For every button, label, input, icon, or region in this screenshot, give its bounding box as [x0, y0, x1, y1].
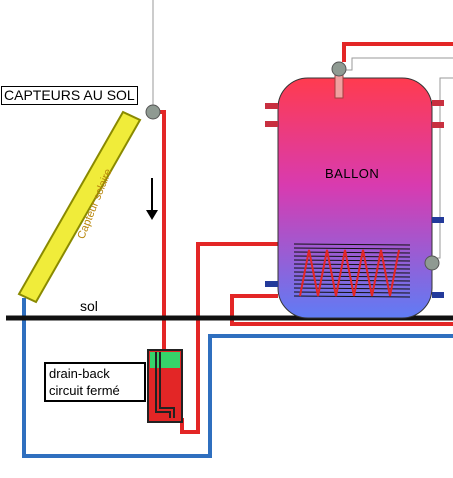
capteurs-au-sol-label: CAPTEURS AU SOL — [1, 86, 138, 105]
nozzle — [265, 121, 278, 127]
coil-turn — [293, 243, 411, 246]
tank-bottom-loop-pipe — [230, 294, 453, 326]
sol-label: sol — [80, 298, 98, 314]
drain-to-tank-pipe — [180, 242, 278, 434]
nozzle — [432, 217, 444, 223]
heat-exchanger-coil — [293, 243, 411, 298]
coil-turn — [293, 259, 411, 262]
collector-sensor — [145, 104, 161, 120]
nozzle — [265, 281, 278, 287]
solar-collector — [17, 110, 142, 304]
coil-turn — [293, 251, 411, 254]
ballon-label: BALLON — [325, 166, 380, 181]
coil-turn — [293, 255, 411, 258]
coil-turn — [293, 295, 411, 298]
coil-turn — [293, 263, 411, 266]
coil-turn — [293, 247, 411, 250]
tank-top-outlet-pipe — [342, 42, 453, 62]
flow-arrow-down — [146, 178, 158, 220]
drain-back-vessel — [147, 349, 183, 423]
nozzle — [432, 292, 444, 298]
tank-sensor-wire — [338, 57, 453, 71]
cold-pipes — [22, 298, 453, 458]
collector-return-pipe — [156, 110, 166, 350]
ballon-tank — [265, 71, 444, 319]
nozzle — [265, 103, 278, 109]
coil-turn — [293, 279, 411, 282]
collector-feed-pipe — [22, 298, 453, 458]
tank-side-sensor — [424, 255, 440, 271]
nozzle — [432, 100, 444, 106]
coil-red-zigzag — [299, 249, 400, 297]
tank-top-sensor — [331, 61, 347, 77]
drain-back-label: drain-back circuit fermé — [44, 362, 146, 402]
nozzle — [432, 122, 444, 128]
coil-zigzag — [299, 249, 400, 297]
